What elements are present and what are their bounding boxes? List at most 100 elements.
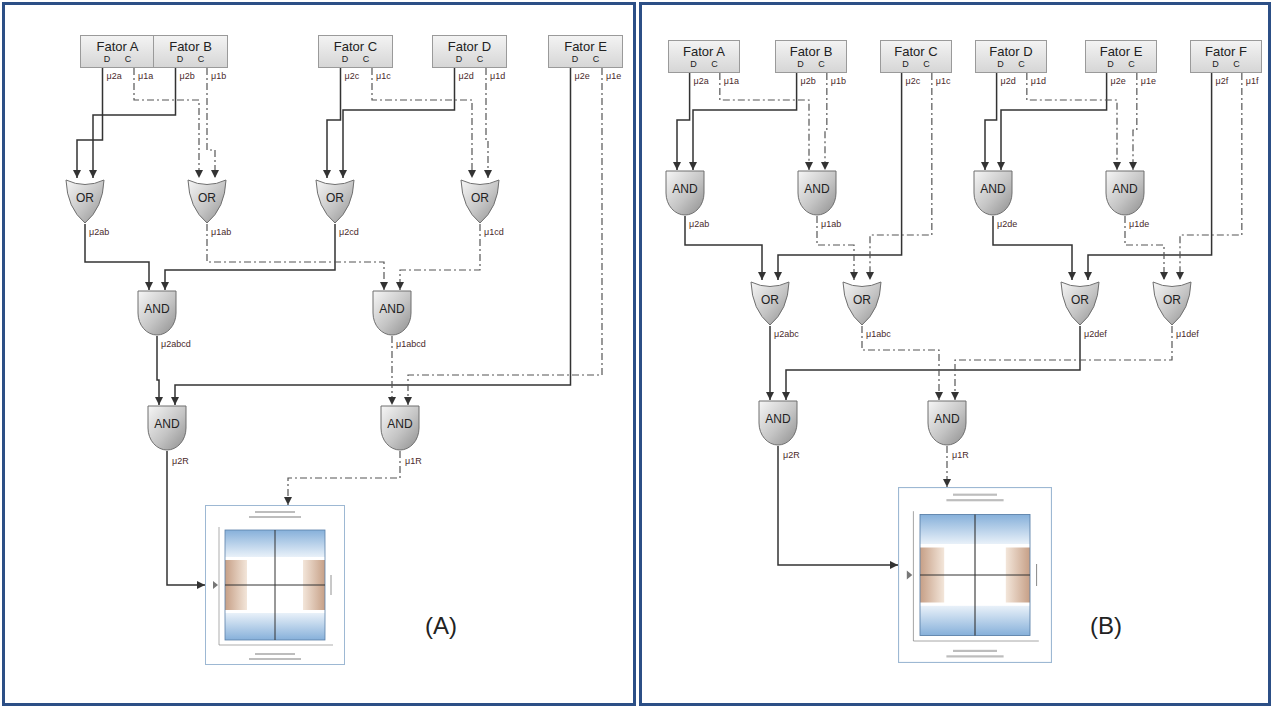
membership-label: μ2c xyxy=(344,71,361,82)
degree-connector xyxy=(769,326,771,400)
gate-label: OR xyxy=(1163,293,1181,307)
port-letters: D C xyxy=(885,59,947,70)
membership-label: μ1R xyxy=(951,450,970,461)
membership-label: μ2R xyxy=(171,456,190,467)
membership-label: μ2e xyxy=(1110,76,1127,87)
factor-box: Fator DD C xyxy=(975,40,1047,73)
port-letters: D C xyxy=(437,54,502,65)
degree-connector xyxy=(786,326,1080,400)
factor-box: Fator DD C xyxy=(432,35,507,68)
gate-label: OR xyxy=(761,293,779,307)
and-gate: AND xyxy=(147,405,187,451)
membership-label: μ2R xyxy=(782,450,801,461)
port-letters: D C xyxy=(1090,59,1152,70)
factor-name: Fator E xyxy=(553,39,618,54)
complement-connector xyxy=(372,68,472,178)
factor-box: Fator ED C xyxy=(1085,40,1157,73)
factor-name: Fator B xyxy=(158,39,223,54)
membership-label: μ2f xyxy=(1215,76,1230,87)
membership-label: μ1d xyxy=(1030,76,1047,87)
degree-connector xyxy=(85,224,149,290)
degree-connector xyxy=(993,216,1072,280)
or-gate: OR xyxy=(65,178,105,224)
port-letters: D C xyxy=(553,54,618,65)
complement-connector xyxy=(1027,73,1117,170)
factor-box: Fator ED C xyxy=(548,35,623,68)
membership-label: μ1abcd xyxy=(395,339,427,350)
complement-connector xyxy=(134,68,199,178)
gate-label: OR xyxy=(853,293,871,307)
complement-connector xyxy=(1133,73,1137,170)
membership-label: μ1f xyxy=(1245,76,1260,87)
membership-label: μ2de xyxy=(996,219,1018,230)
degree-connector xyxy=(165,224,335,290)
membership-label: μ1c xyxy=(935,76,952,87)
factor-box: Fator BD C xyxy=(775,40,847,73)
degree-connector xyxy=(175,68,571,405)
gate-label: AND xyxy=(387,417,412,431)
panel-letter: (B) xyxy=(1090,612,1122,640)
factor-name: Fator D xyxy=(980,44,1042,59)
and-gate: AND xyxy=(797,170,837,216)
degree-connector xyxy=(343,68,455,178)
factor-name: Fator B xyxy=(780,44,842,59)
complement-connector xyxy=(1125,216,1164,280)
membership-label: μ1a xyxy=(137,71,154,82)
output-wire xyxy=(167,451,205,585)
factor-box: Fator FD C xyxy=(1190,40,1262,73)
membership-label: μ2abc xyxy=(773,329,800,340)
membership-label: μ1b xyxy=(210,71,227,82)
degree-connector xyxy=(327,68,341,178)
membership-label: μ1e xyxy=(605,71,622,82)
complement-connector xyxy=(870,73,932,280)
gate-label: OR xyxy=(1071,293,1089,307)
membership-label: μ1d xyxy=(489,71,506,82)
or-gate: OR xyxy=(315,178,355,224)
degree-connector xyxy=(77,68,103,178)
complement-connector xyxy=(825,73,827,170)
membership-label: μ1de xyxy=(1128,219,1150,230)
gate-label: AND xyxy=(154,417,179,431)
panel-letter: (A) xyxy=(425,612,457,640)
membership-label: μ1ab xyxy=(820,219,842,230)
port-letters: D C xyxy=(323,54,388,65)
membership-label: μ2e xyxy=(574,71,591,82)
membership-label: μ2abcd xyxy=(160,339,192,350)
and-gate: AND xyxy=(665,170,705,216)
gate-label: OR xyxy=(198,191,216,205)
factor-name: Fator A xyxy=(85,39,150,54)
or-gate: OR xyxy=(1152,280,1192,326)
gate-label: OR xyxy=(76,191,94,205)
gate-label: OR xyxy=(471,191,489,205)
factor-name: Fator C xyxy=(323,39,388,54)
factor-box: Fator CD C xyxy=(880,40,952,73)
factor-box: Fator AD C xyxy=(668,40,740,73)
and-gate: AND xyxy=(1105,170,1145,216)
and-gate: AND xyxy=(372,290,412,336)
gate-label: AND xyxy=(980,182,1005,196)
membership-label: μ2b xyxy=(179,71,196,82)
factor-name: Fator C xyxy=(885,44,947,59)
membership-label: μ2a xyxy=(106,71,123,82)
gate-label: AND xyxy=(1112,182,1137,196)
membership-label: μ2def xyxy=(1083,329,1108,340)
membership-label: μ2d xyxy=(458,71,475,82)
complement-connector xyxy=(486,68,488,178)
output-chart xyxy=(206,506,345,665)
membership-label: μ2ab xyxy=(88,227,110,238)
complement-connector xyxy=(1180,73,1242,280)
output-wire xyxy=(288,451,400,505)
degree-connector xyxy=(985,73,997,170)
degree-connector xyxy=(685,216,762,280)
degree-connector xyxy=(778,73,902,280)
complement-connector xyxy=(391,336,392,405)
port-letters: D C xyxy=(85,54,150,65)
gate-label: OR xyxy=(326,191,344,205)
degree-connector xyxy=(157,336,159,405)
or-gate: OR xyxy=(460,178,500,224)
port-letters: D C xyxy=(1195,59,1257,70)
membership-label: μ2ab xyxy=(688,219,710,230)
and-gate: AND xyxy=(380,405,420,451)
port-letters: D C xyxy=(673,59,735,70)
